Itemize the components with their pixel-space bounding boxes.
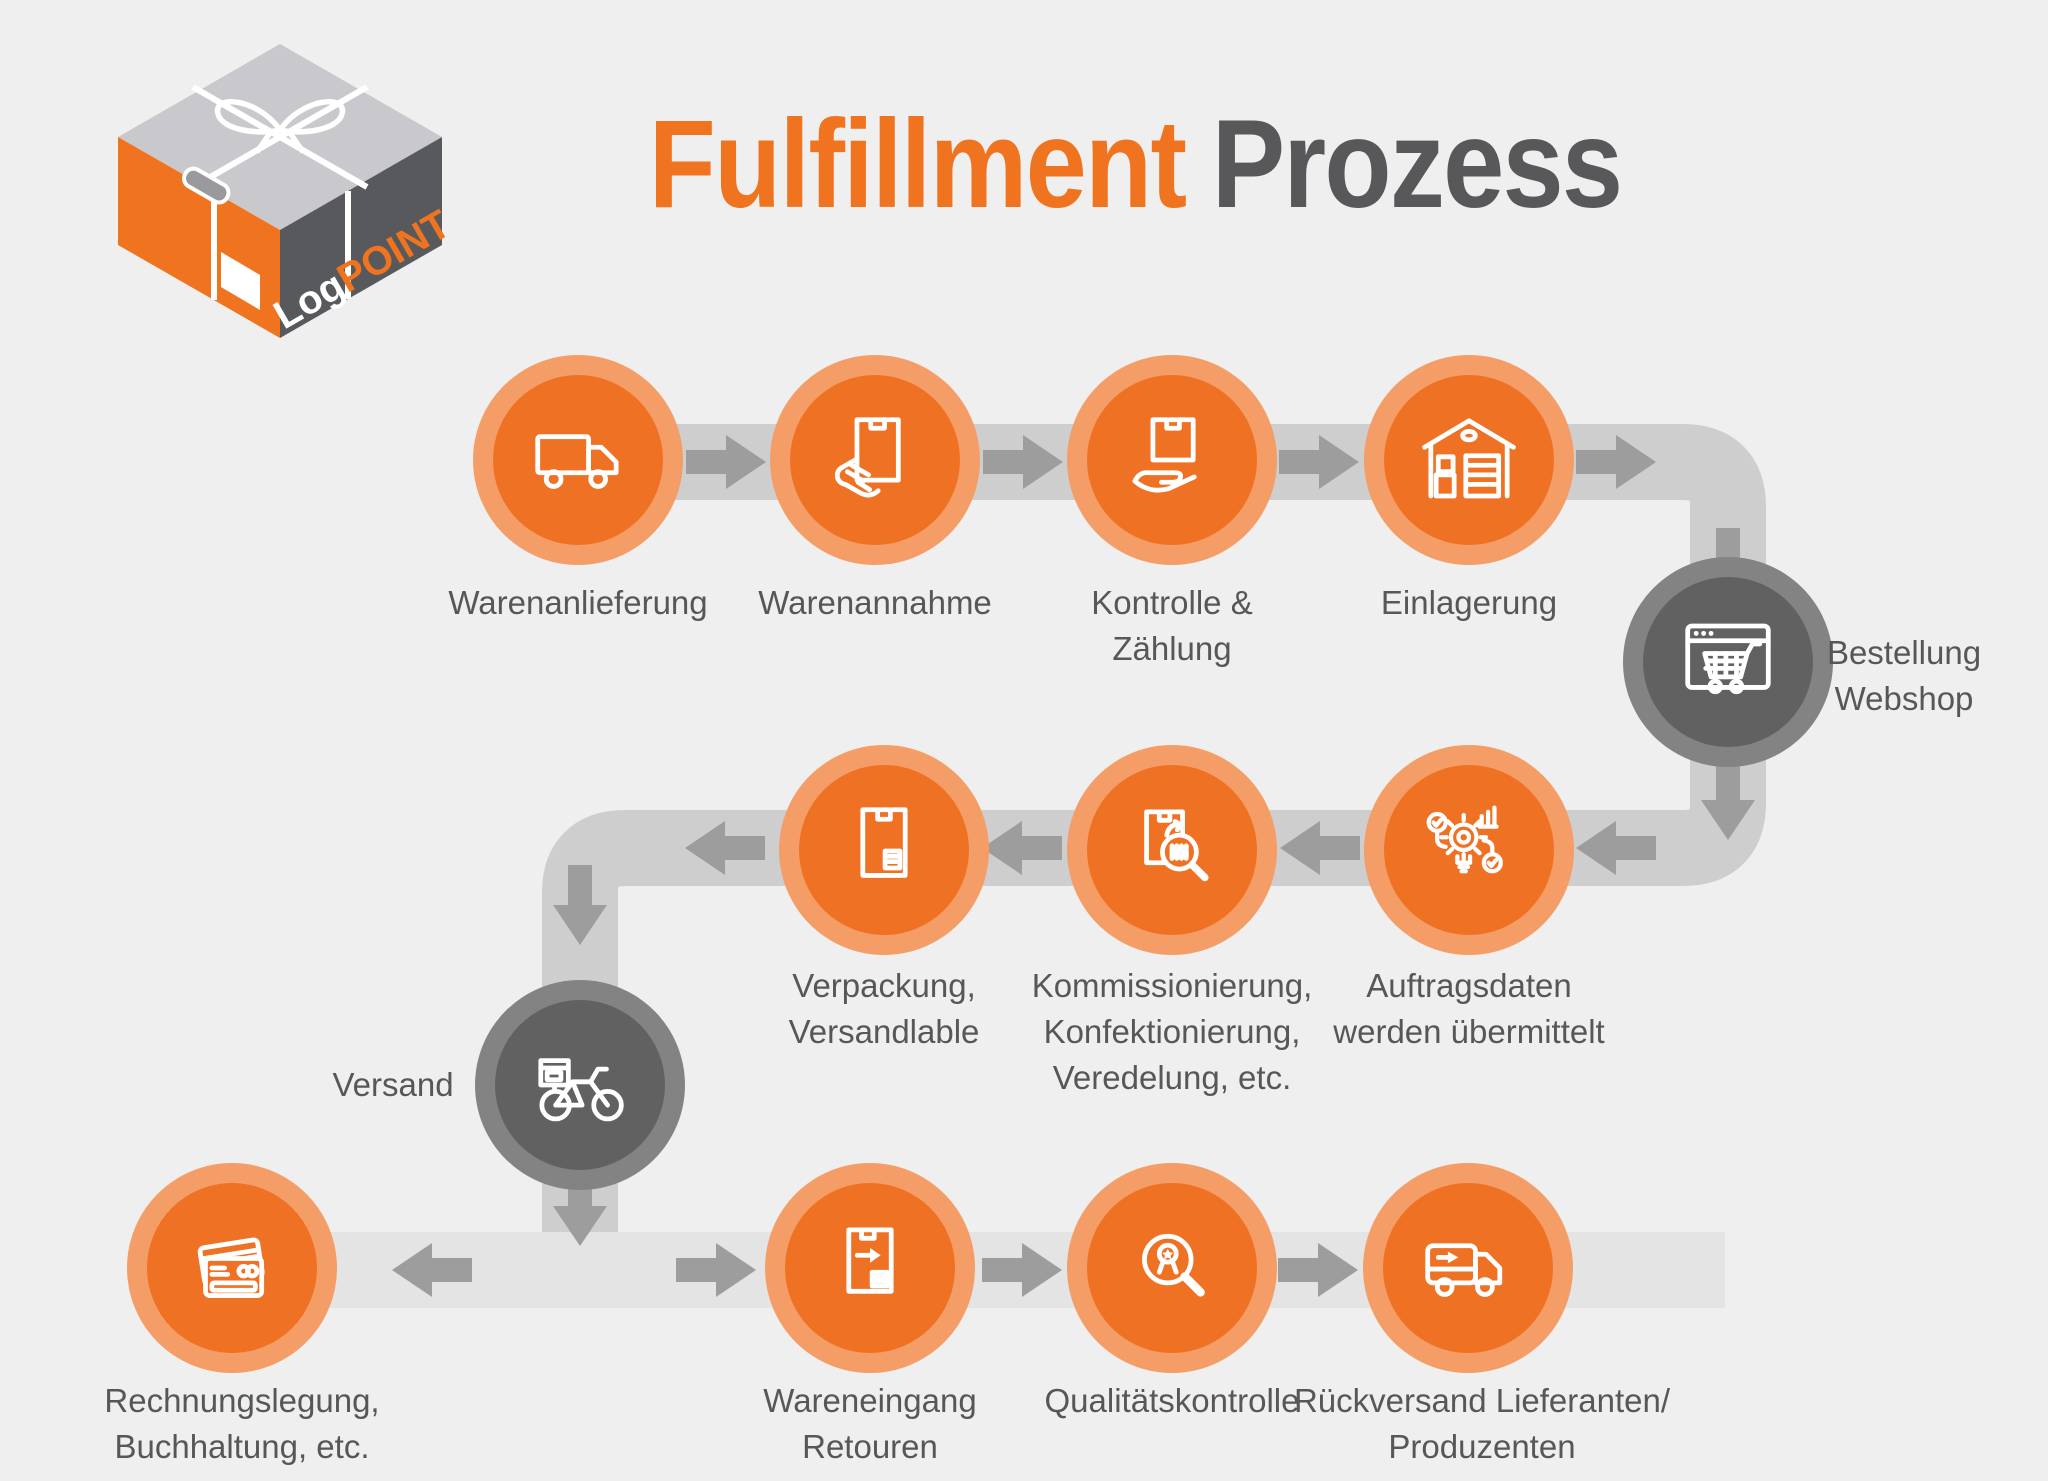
picking-magnifier-icon xyxy=(1119,797,1225,903)
node-core xyxy=(495,1000,665,1170)
label-verpackung: Verpackung, Versandlable xyxy=(788,967,980,1050)
step-kommissionierung xyxy=(1067,745,1277,955)
label-kontrolle-zaehlung: Kontrolle & Zählung xyxy=(1091,584,1253,667)
logpoint-logo: LogPOINT xyxy=(118,44,453,338)
label-einlagerung: Einlagerung xyxy=(1380,584,1558,621)
node-core xyxy=(1384,375,1554,545)
delivery-truck-icon xyxy=(525,407,631,513)
page-title: Fulfillment Prozess xyxy=(506,96,1764,234)
step-auftragsdaten xyxy=(1364,745,1574,955)
label-rueckversand: Rückversand Lieferanten/ Produzenten xyxy=(1293,1382,1671,1465)
invoice-cards-icon xyxy=(179,1215,285,1321)
box-handle xyxy=(182,166,231,205)
node-core xyxy=(790,375,960,545)
step-verpackung xyxy=(779,745,989,955)
step-rechnungslegung xyxy=(127,1163,337,1373)
order-data-gear-icon xyxy=(1416,797,1522,903)
return-truck-arrow-icon xyxy=(1415,1215,1521,1321)
node-core xyxy=(785,1183,955,1353)
returns-box-arrow-icon xyxy=(817,1215,923,1321)
label-bestellung-webshop: Bestellung Webshop xyxy=(1826,634,1982,717)
label-auftragsdaten: Auftragsdaten werden übermittelt xyxy=(1333,967,1605,1050)
step-bestellung-webshop xyxy=(1623,557,1833,767)
label-rechnungslegung: Rechnungslegung, Buchhaltung, etc. xyxy=(104,1382,380,1465)
label-wareneingang-retouren: Wareneingang Retouren xyxy=(763,1382,977,1465)
hand-carrying-box-icon xyxy=(822,407,928,513)
delivery-bike-icon xyxy=(527,1032,633,1138)
band-top-row xyxy=(578,424,1766,640)
title-fulfillment: Fulfillment xyxy=(648,95,1187,234)
label-warenanlieferung: Warenanlieferung xyxy=(448,584,708,621)
box-on-open-hand-icon xyxy=(1119,407,1225,513)
label-qualitaetskontrolle: Qualitätskontrolle xyxy=(1044,1382,1300,1419)
title-prozess: Prozess xyxy=(1211,95,1623,234)
label-warenannahme: Warenannahme xyxy=(758,584,992,621)
step-warenanlieferung xyxy=(473,355,683,565)
step-qualitaetskontrolle xyxy=(1067,1163,1277,1373)
step-einlagerung xyxy=(1364,355,1574,565)
step-wareneingang-retouren xyxy=(765,1163,975,1373)
step-kontrolle-zaehlung xyxy=(1067,355,1277,565)
label-versand: Versand xyxy=(332,1066,454,1103)
quality-award-magnifier-icon xyxy=(1119,1215,1225,1321)
node-core xyxy=(493,375,663,545)
step-warenannahme xyxy=(770,355,980,565)
ribbon-bow xyxy=(214,99,346,154)
box-label xyxy=(221,252,260,310)
label-kommissionierung: Kommissionierung, Konfektionierung, Vere… xyxy=(1031,967,1313,1096)
parcel-shipping-label-icon xyxy=(831,797,937,903)
step-versand xyxy=(475,980,685,1190)
warehouse-icon xyxy=(1416,407,1522,513)
step-rueckversand xyxy=(1363,1163,1573,1373)
